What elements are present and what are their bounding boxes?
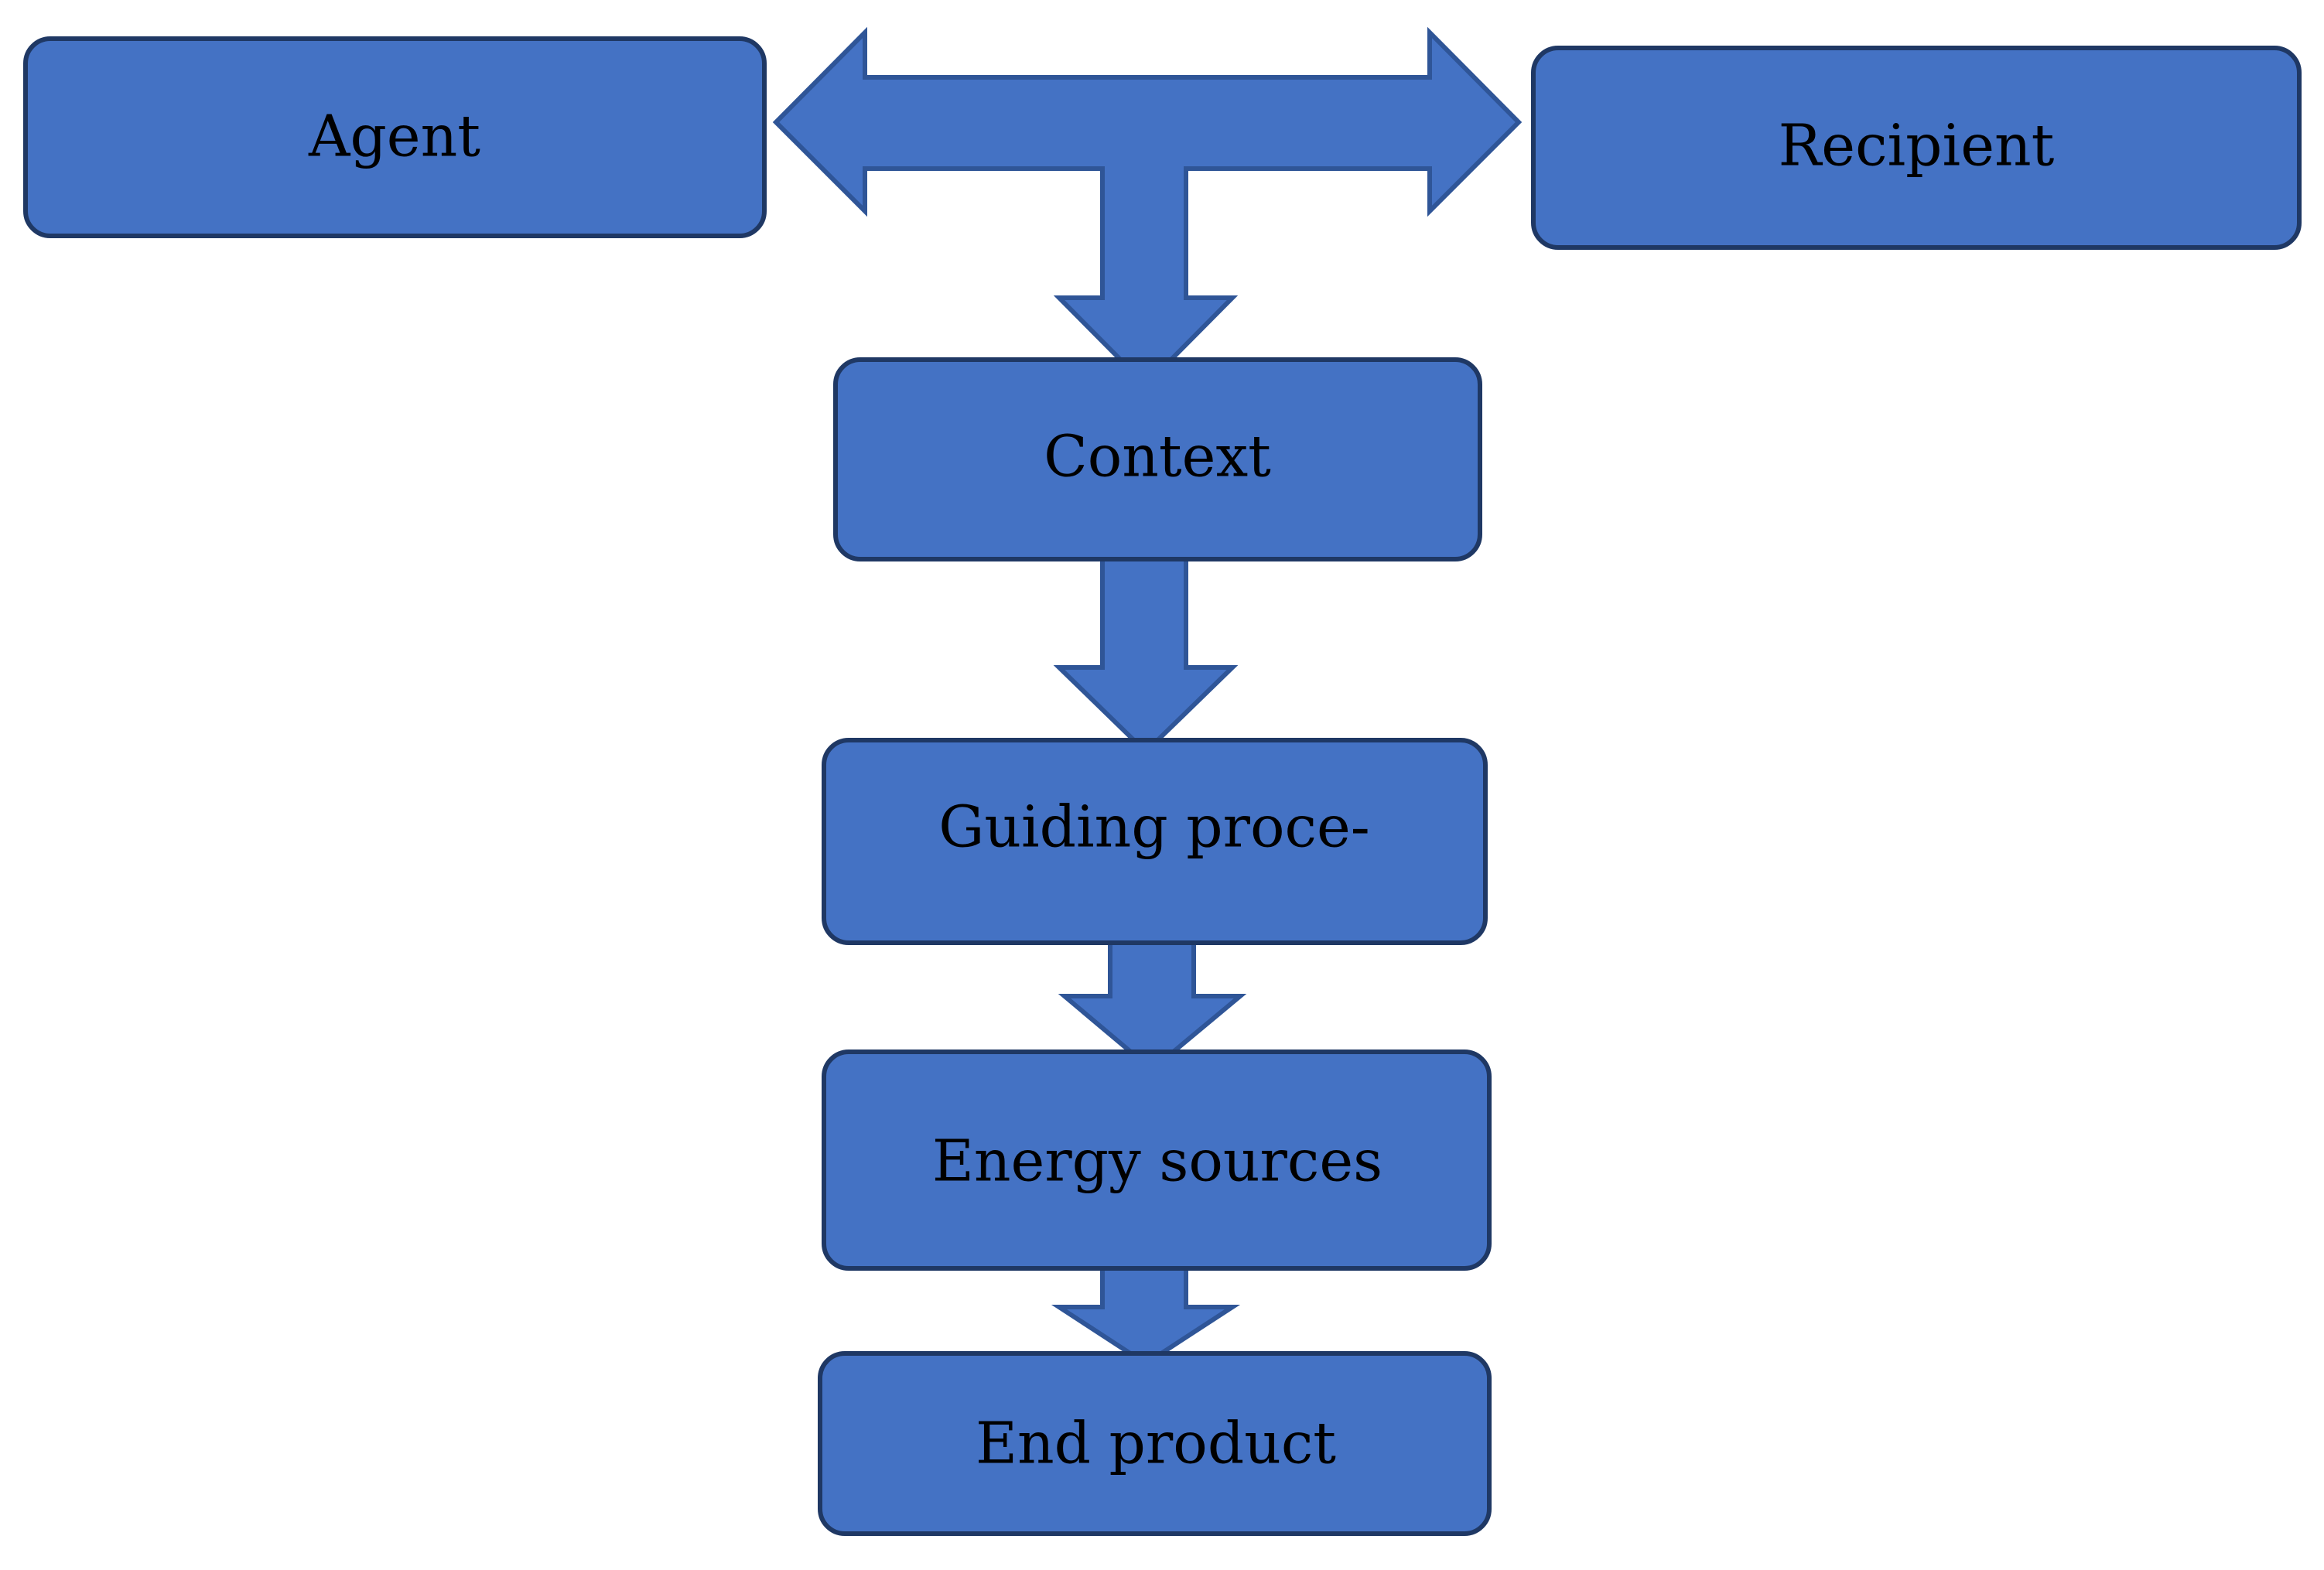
node-energy-label: Energy sources bbox=[932, 1128, 1382, 1194]
node-end-product: End product bbox=[818, 1351, 1492, 1536]
node-recipient-label: Recipient bbox=[1779, 112, 2055, 179]
node-context: Context bbox=[833, 357, 1482, 561]
node-guiding-label: Guiding proce- bbox=[938, 794, 1370, 860]
node-agent: Agent bbox=[23, 36, 767, 238]
arrow-context-to-guiding bbox=[1053, 528, 1239, 756]
bidirectional-t-arrow bbox=[772, 26, 1523, 389]
node-recipient: Recipient bbox=[1531, 46, 2302, 250]
node-energy: Energy sources bbox=[822, 1050, 1492, 1271]
node-end-product-label: End product bbox=[976, 1410, 1336, 1476]
node-guiding: Guiding proce- bbox=[822, 738, 1488, 945]
node-context-label: Context bbox=[1044, 423, 1271, 490]
node-agent-label: Agent bbox=[308, 103, 480, 169]
